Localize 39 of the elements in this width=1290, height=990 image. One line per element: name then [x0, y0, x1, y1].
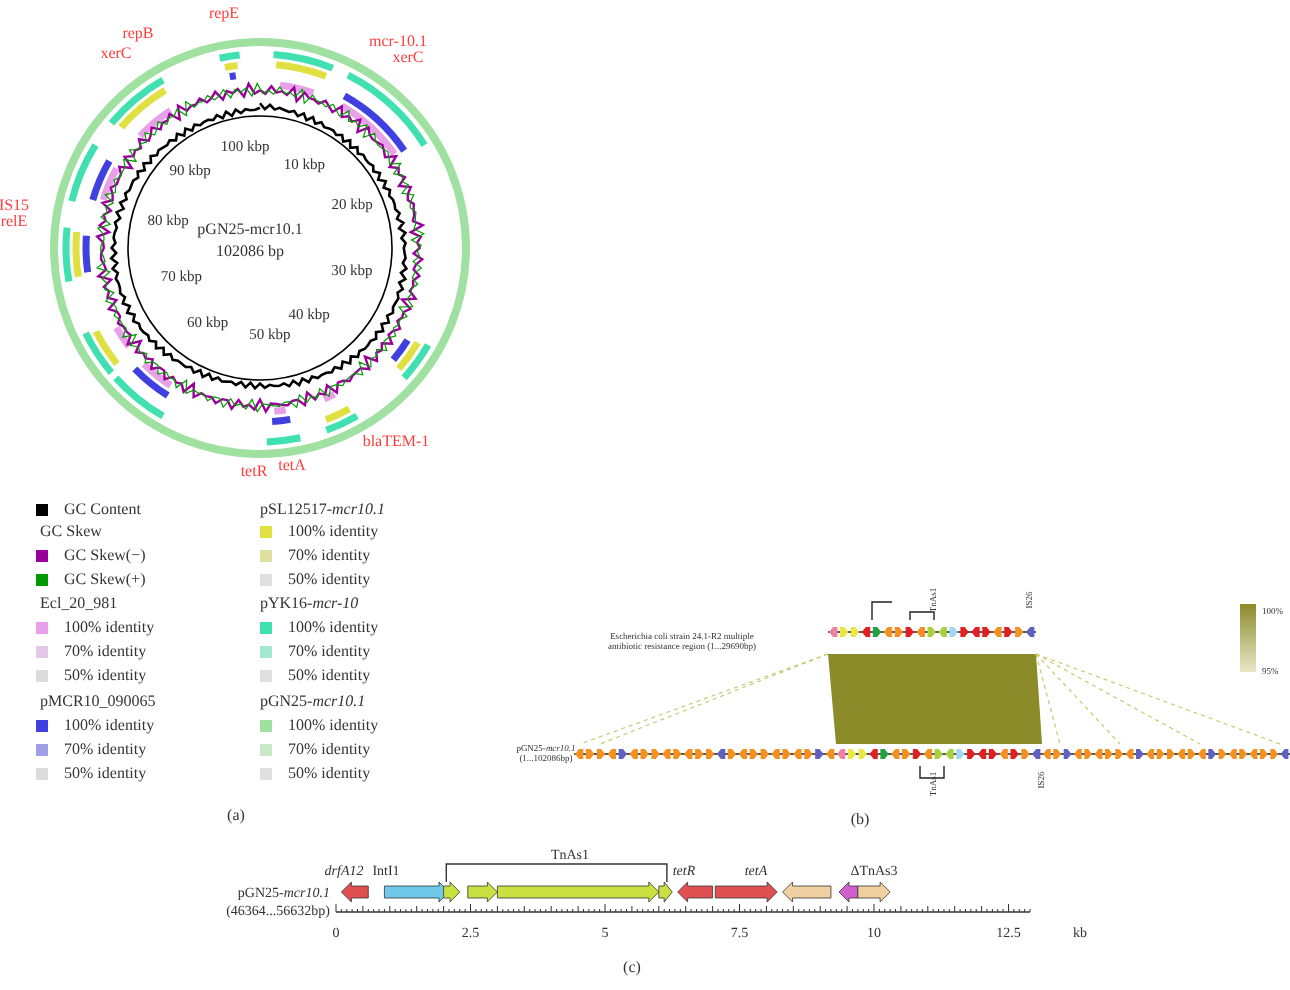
plasmid-name: pGN25-mcr10.1 — [197, 222, 303, 238]
legend-label: 70% identity — [288, 548, 371, 564]
panel-label: (b) — [850, 812, 870, 828]
legend-heading: pSL12517-mcr10.1 — [260, 502, 385, 518]
gene-label: repE — [208, 6, 240, 22]
legend-label: 70% identity — [64, 742, 147, 758]
gene-label: xerC — [100, 46, 132, 62]
gene-label: IS15 — [0, 198, 30, 214]
gene-label: xerC — [392, 50, 424, 66]
legend-heading: pMCR10_090065 — [40, 694, 156, 710]
legend-heading: Ecl_20_981 — [40, 596, 118, 612]
plasmid-length: 102086 bp — [216, 244, 284, 260]
legend-heading: pGN25-mcr10.1 — [260, 694, 366, 710]
legend-heading: pYK16-mcr-10 — [260, 596, 359, 612]
legend-label: 50% identity — [288, 572, 371, 588]
legend-label: 100% identity — [64, 620, 155, 636]
gene-label: repB — [122, 26, 154, 42]
panel-label: (a) — [227, 808, 245, 824]
legend-label: 100% identity — [288, 620, 379, 636]
legend-label: GC Skew(−) — [64, 548, 146, 564]
gene-label: tetR — [240, 464, 268, 480]
legend-label: GC Skew(+) — [64, 572, 146, 588]
gene-label: tetA — [278, 458, 306, 474]
legend-label: 50% identity — [64, 766, 147, 782]
legend-label: 70% identity — [288, 742, 371, 758]
legend-label: 50% identity — [288, 766, 371, 782]
gene-label: blaTEM-1 — [362, 434, 430, 450]
legend-label: 100% identity — [64, 718, 155, 734]
gene-label: mcr-10.1 — [369, 34, 427, 50]
gene-label: relE — [0, 214, 28, 230]
legend-label: GC Content — [64, 502, 141, 518]
panel-label: (c) — [623, 960, 641, 976]
legend-heading: GC Skew — [40, 524, 102, 540]
legend-label: 100% identity — [288, 718, 379, 734]
legend-label: 100% identity — [288, 524, 379, 540]
legend-label: 50% identity — [288, 668, 371, 684]
legend-label: 70% identity — [64, 644, 147, 660]
legend-label: 70% identity — [288, 644, 371, 660]
legend-label: 50% identity — [64, 668, 147, 684]
